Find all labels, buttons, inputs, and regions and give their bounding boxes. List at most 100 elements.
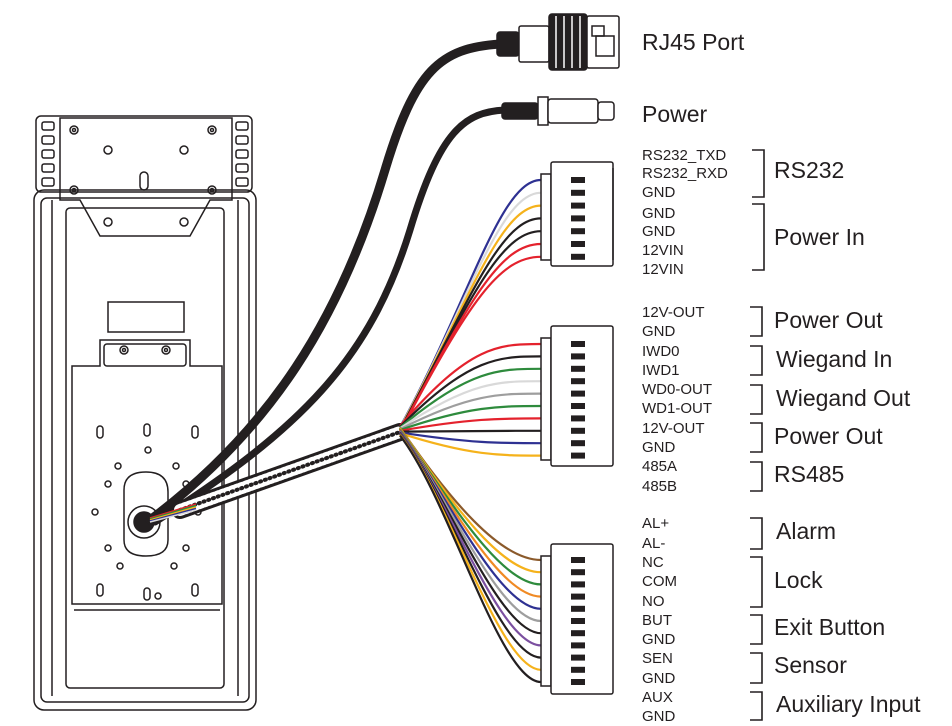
signal-wire — [399, 204, 542, 430]
signal-wire — [399, 367, 542, 429]
pin-label: 12VIN — [642, 242, 684, 259]
terminal-pin — [571, 415, 585, 422]
pin-label: GND — [642, 439, 676, 456]
group-label-power-out: Power Out — [774, 307, 883, 333]
terminal-pin — [571, 605, 585, 612]
power-port-label: Power — [642, 101, 708, 127]
terminal-pin — [571, 177, 585, 183]
terminal-pin — [571, 189, 585, 196]
signal-wire-stub — [149, 506, 197, 521]
terminal-pin — [571, 427, 585, 434]
pin-label: IWD1 — [642, 362, 680, 379]
pin-label: 12VIN — [642, 261, 684, 278]
pin-label: GND — [642, 631, 676, 648]
signal-wire-stub — [149, 509, 197, 523]
signal-wire — [399, 404, 542, 432]
pin-label: AL+ — [642, 515, 669, 532]
terminal-pin — [571, 253, 585, 260]
rj45-port-label: RJ45 Port — [642, 29, 745, 55]
pin-label: SEN — [642, 650, 673, 667]
group-label-auxiliary-input: Auxiliary Input — [776, 691, 921, 717]
pin-label: 485A — [642, 458, 677, 475]
pin-label: NO — [642, 593, 665, 610]
group-label-rs232: RS232 — [774, 157, 844, 183]
signal-wire — [399, 255, 542, 433]
terminal-pin — [571, 215, 585, 222]
terminal-pin — [571, 353, 585, 360]
connector-1-pin-labels: RS232_TXD RS232_RXD GND GND GND 12VIN 12… — [642, 147, 728, 278]
signal-wire — [399, 355, 542, 428]
signal-wire — [399, 380, 542, 430]
terminal-pin — [571, 679, 585, 685]
terminal-block-2 — [540, 325, 614, 467]
terminal-pin — [571, 618, 585, 624]
rj45-connector-icon — [496, 13, 620, 71]
pin-label: WD0-OUT — [642, 381, 712, 398]
group-label-wiegand-in: Wiegand In — [776, 346, 892, 372]
terminal-pin — [571, 569, 585, 576]
connector-3-group-labels: Alarm Lock Exit Button Sensor Auxiliary … — [774, 518, 921, 717]
signal-wire — [399, 432, 542, 457]
group-label-alarm: Alarm — [776, 518, 836, 544]
signal-wire-stub — [149, 503, 197, 519]
terminal-pin — [571, 440, 585, 447]
pin-label: GND — [642, 205, 676, 222]
terminal-pin — [571, 390, 585, 397]
connector-2-group-labels: Power Out Wiegand In Wiegand Out Power O… — [774, 307, 911, 487]
pin-label: 12V-OUT — [642, 420, 705, 437]
bracket-slots-right — [235, 121, 249, 187]
device-rear-view — [33, 115, 257, 711]
terminal-pin — [571, 642, 585, 649]
pin-label: RS232_TXD — [642, 147, 726, 164]
terminal-pin — [571, 654, 585, 661]
pin-label: COM — [642, 573, 677, 590]
terminal-pin — [571, 403, 585, 409]
terminal-pin — [571, 365, 585, 372]
terminal-pin — [571, 557, 585, 563]
group-label-lock: Lock — [774, 567, 823, 593]
group-label-power-out: Power Out — [774, 423, 883, 449]
group-label-exit-button: Exit Button — [774, 614, 885, 640]
terminal-pin — [571, 581, 585, 588]
terminal-pin — [571, 378, 585, 385]
pin-label: GND — [642, 708, 676, 725]
terminal-block-1 — [540, 161, 614, 267]
signal-wire-stub — [149, 504, 197, 520]
pin-label: 12V-OUT — [642, 304, 705, 321]
pin-label: GND — [642, 670, 676, 687]
group-label-rs485: RS485 — [774, 461, 844, 487]
connector-3-pin-labels: AL+ AL- NC COM NO BUT GND SEN GND AUX GN… — [642, 515, 677, 725]
pin-label: IWD0 — [642, 343, 680, 360]
pin-label: AL- — [642, 535, 665, 552]
terminal-pin — [571, 593, 585, 600]
signal-wire — [399, 417, 542, 432]
group-brackets — [750, 149, 765, 721]
signal-wire — [399, 342, 542, 427]
pin-label: AUX — [642, 689, 673, 706]
terminal-pin — [571, 202, 585, 209]
terminal-pin — [571, 241, 585, 247]
terminal-pin — [571, 666, 585, 673]
connector-2-pin-labels: 12V-OUT GND IWD0 IWD1 WD0-OUT WD1-OUT 12… — [642, 304, 712, 495]
signal-wire — [399, 431, 542, 445]
signal-wire — [399, 428, 542, 586]
terminal-pin — [571, 452, 585, 459]
main-cables — [145, 39, 509, 526]
group-label-wiegand-out: Wiegand Out — [776, 385, 911, 411]
bracket-slots-left — [41, 121, 55, 187]
terminal-pin — [571, 630, 585, 637]
signal-wires — [149, 178, 542, 684]
pin-label: NC — [642, 554, 664, 571]
terminal-block-3 — [540, 543, 614, 695]
pin-label: RS232_RXD — [642, 165, 728, 182]
pin-label: 485B — [642, 478, 677, 495]
signal-wire — [399, 434, 542, 684]
group-label-sensor: Sensor — [774, 652, 847, 678]
terminal-pin — [571, 228, 585, 235]
signal-wire-stub — [149, 507, 197, 522]
pin-label: GND — [642, 184, 676, 201]
pin-label: BUT — [642, 612, 672, 629]
signal-wire — [399, 429, 542, 433]
